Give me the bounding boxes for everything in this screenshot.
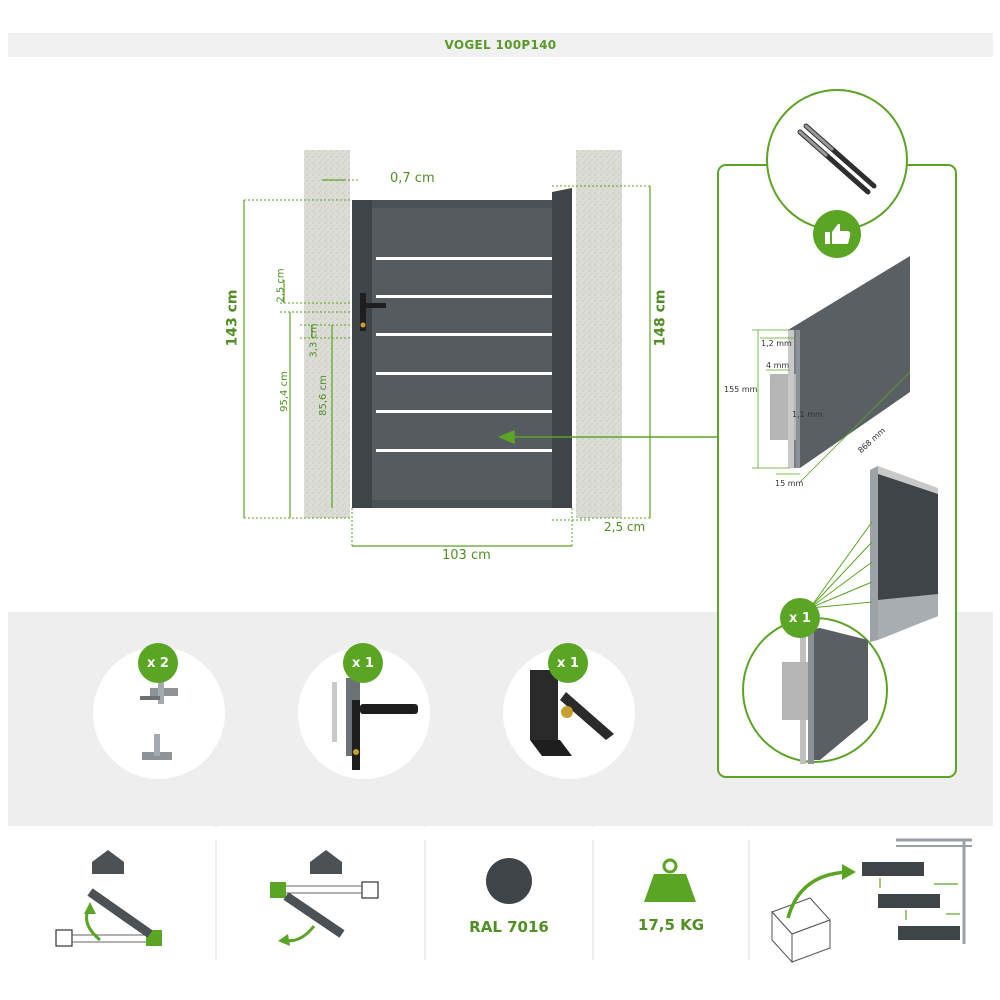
profile-zoom-detail <box>782 624 868 764</box>
dim-height-left: 143 cm <box>224 289 241 347</box>
dim-954: 95,4 cm <box>278 371 290 412</box>
profile-11: 1,1 mm <box>792 410 823 419</box>
profile-12: 1,2 mm <box>761 339 792 348</box>
gate-stop-icon <box>530 670 614 756</box>
panel-qty-badge: x 1 <box>780 598 820 638</box>
stop-qty-badge: x 1 <box>548 643 588 683</box>
thumbs-up-icon <box>825 224 851 244</box>
right-pillar <box>576 150 622 518</box>
gas-strut-circle <box>766 89 908 231</box>
gas-strut-icon <box>797 123 877 195</box>
color-label: RAL 7016 <box>469 918 549 936</box>
title-bar: VOGEL 100P140 <box>8 33 993 57</box>
hinge-circle <box>93 647 225 779</box>
dim-856: 85,6 cm <box>317 375 329 416</box>
hinge-qty-badge: x 2 <box>138 643 178 683</box>
profile-15: 15 mm <box>775 479 804 488</box>
packaging-icon <box>771 838 972 964</box>
hinge-icon <box>140 680 178 760</box>
product-title: VOGEL 100P140 <box>444 38 557 52</box>
weight-icon <box>644 858 696 902</box>
lock-qty-badge: x 1 <box>343 643 383 683</box>
dim-height-right: 148 cm <box>652 289 669 347</box>
opening-right-icon <box>55 888 162 947</box>
color-swatch <box>486 858 532 904</box>
slat-profile <box>770 256 910 468</box>
dim-25-top: 2,5 cm <box>275 268 287 303</box>
callout-arrow <box>498 429 720 445</box>
gate-slat-gaps <box>376 257 552 452</box>
dim-33: 3,3 cm <box>308 323 320 358</box>
profile-4: 4 mm <box>766 361 790 370</box>
footer-card-2 <box>218 826 424 970</box>
dim-bottom-gap: 2,5 cm <box>604 520 646 534</box>
house-icon-2 <box>310 850 342 874</box>
footer-card-1 <box>8 826 214 970</box>
house-icon-1 <box>92 850 124 874</box>
gate-handle-icon <box>360 293 386 331</box>
opening-left-icon <box>270 881 379 946</box>
dim-width: 103 cm <box>442 548 491 563</box>
lock-handle-icon <box>332 678 418 770</box>
weight-label: 17,5 KG <box>637 916 705 934</box>
dim-post-gap: 0,7 cm <box>390 171 435 186</box>
profile-155: 155 mm <box>724 385 758 394</box>
gate-panel-side <box>870 466 938 642</box>
